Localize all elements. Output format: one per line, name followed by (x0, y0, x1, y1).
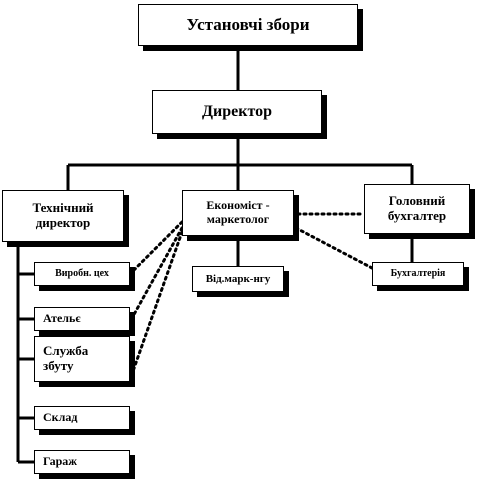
node-economist-marketer: Економіст - маркетолог (182, 190, 294, 236)
node-label: Бухгалтерія (390, 268, 446, 280)
node-founders-meeting: Установчі збори (138, 4, 358, 46)
node-label: Директор (202, 102, 272, 120)
node-label: Від.марк-нгу (205, 272, 271, 285)
node-label-line: Головний (388, 193, 446, 209)
node-production-shop: Виробн. цех (34, 262, 130, 286)
node-label-line: Економіст - (206, 198, 270, 213)
node-label-line: збуту (43, 358, 74, 373)
dotted-econ-atelier (130, 226, 184, 320)
node-label-line: Служба (43, 343, 89, 359)
node-label: Ательє (43, 311, 81, 326)
node-label-line: маркетолог (206, 212, 270, 226)
node-label-line: бухгалтер (387, 208, 447, 223)
node-warehouse: Склад (34, 406, 130, 430)
node-label-line: Технічний (32, 200, 94, 216)
dotted-econ-sales (130, 230, 184, 376)
node-director: Директор (152, 90, 322, 134)
dotted-econ-production (132, 220, 184, 272)
node-label: Склад (43, 410, 78, 425)
node-label: Установчі збори (186, 15, 310, 35)
node-accounting: Бухгалтерія (372, 262, 464, 286)
node-label: Гараж (43, 454, 77, 469)
node-sales-service: Служба збуту (34, 336, 130, 382)
node-chief-accountant: Головний бухгалтер (364, 184, 470, 234)
node-atelier: Ательє (34, 307, 130, 331)
node-label: Виробн. цех (55, 268, 109, 280)
node-marketing-department: Від.марк-нгу (192, 266, 284, 292)
node-label-line: директор (35, 215, 91, 230)
node-garage: Гараж (34, 450, 130, 474)
dotted-econ-accounting (294, 226, 374, 270)
node-technical-director: Технічний директор (2, 190, 124, 242)
